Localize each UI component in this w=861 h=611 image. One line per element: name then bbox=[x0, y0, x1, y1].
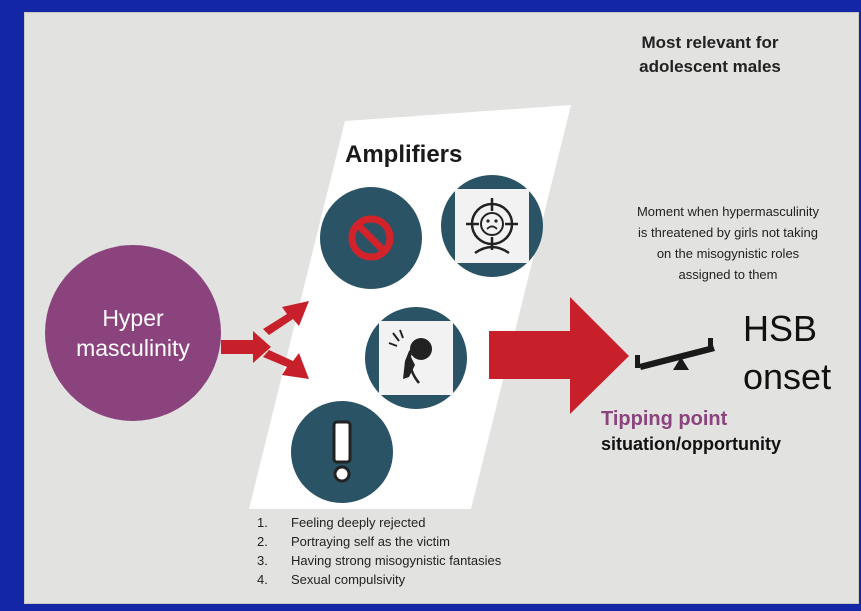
threat-line3: on the misogynistic roles bbox=[656, 246, 800, 261]
amplifiers-title: Amplifiers bbox=[345, 141, 463, 168]
hsb-onset-label: HSB onset bbox=[743, 305, 831, 401]
tipping-point-subtitle: situation/opportunity bbox=[601, 434, 781, 454]
list-item-number: 2. bbox=[257, 534, 268, 549]
list-item-text: Having strong misogynistic fantasies bbox=[291, 553, 502, 568]
prohibited-icon bbox=[348, 215, 394, 261]
distressed-person-icon bbox=[388, 329, 432, 384]
audience-note-line1: Most relevant for bbox=[641, 33, 779, 52]
threat-line1: Moment when hypermasculinity bbox=[636, 204, 820, 219]
fantasies-tile bbox=[379, 321, 453, 395]
audience-note-line2: adolescent males bbox=[639, 57, 781, 76]
list-item-number: 1. bbox=[257, 515, 268, 530]
hyper-label-line2: masculinity bbox=[76, 335, 190, 361]
arrow-small-up bbox=[263, 301, 309, 335]
list-item: 1. Feeling deeply rejected bbox=[257, 513, 501, 532]
hyper-masculinity-circle: Hyper masculinity bbox=[45, 245, 221, 421]
amplifier-rejection bbox=[320, 187, 422, 289]
exclamation-icon bbox=[332, 420, 352, 483]
diagram-panel: Most relevant for adolescent males Ampli… bbox=[24, 12, 859, 604]
list-item: 4. Sexual compulsivity bbox=[257, 570, 501, 589]
arrow-small-middle bbox=[221, 331, 271, 363]
amplifier-fantasies bbox=[365, 307, 467, 409]
list-item-text: Portraying self as the victim bbox=[291, 534, 450, 549]
amplifier-compulsivity bbox=[291, 401, 393, 503]
list-item-number: 3. bbox=[257, 553, 268, 568]
arrow-small-down bbox=[263, 350, 309, 379]
amplifier-victim bbox=[441, 175, 543, 277]
tipping-point-title: Tipping point bbox=[601, 408, 728, 430]
hsb-line2: onset bbox=[743, 356, 832, 397]
victim-tile bbox=[455, 189, 529, 263]
hsb-line1: HSB bbox=[743, 308, 818, 349]
list-item-number: 4. bbox=[257, 572, 268, 587]
arrow-large bbox=[489, 297, 629, 414]
threat-line4: assigned to them bbox=[678, 267, 778, 282]
list-item-text: Feeling deeply rejected bbox=[291, 515, 426, 530]
list-item: 2. Portraying self as the victim bbox=[257, 532, 501, 551]
list-item-text: Sexual compulsivity bbox=[291, 572, 406, 587]
list-item: 3. Having strong misogynistic fantasies bbox=[257, 551, 501, 570]
audience-note: Most relevant for adolescent males bbox=[580, 31, 840, 79]
threat-line2: is threatened by girls not taking bbox=[638, 225, 818, 240]
threat-description: Moment when hypermasculinity is threaten… bbox=[603, 201, 853, 285]
seesaw-icon bbox=[635, 338, 715, 370]
amplifier-list: 1. Feeling deeply rejected 2. Portraying… bbox=[257, 513, 501, 589]
hyper-label-line1: Hyper bbox=[102, 305, 164, 331]
target-sad-face-icon bbox=[466, 198, 518, 255]
